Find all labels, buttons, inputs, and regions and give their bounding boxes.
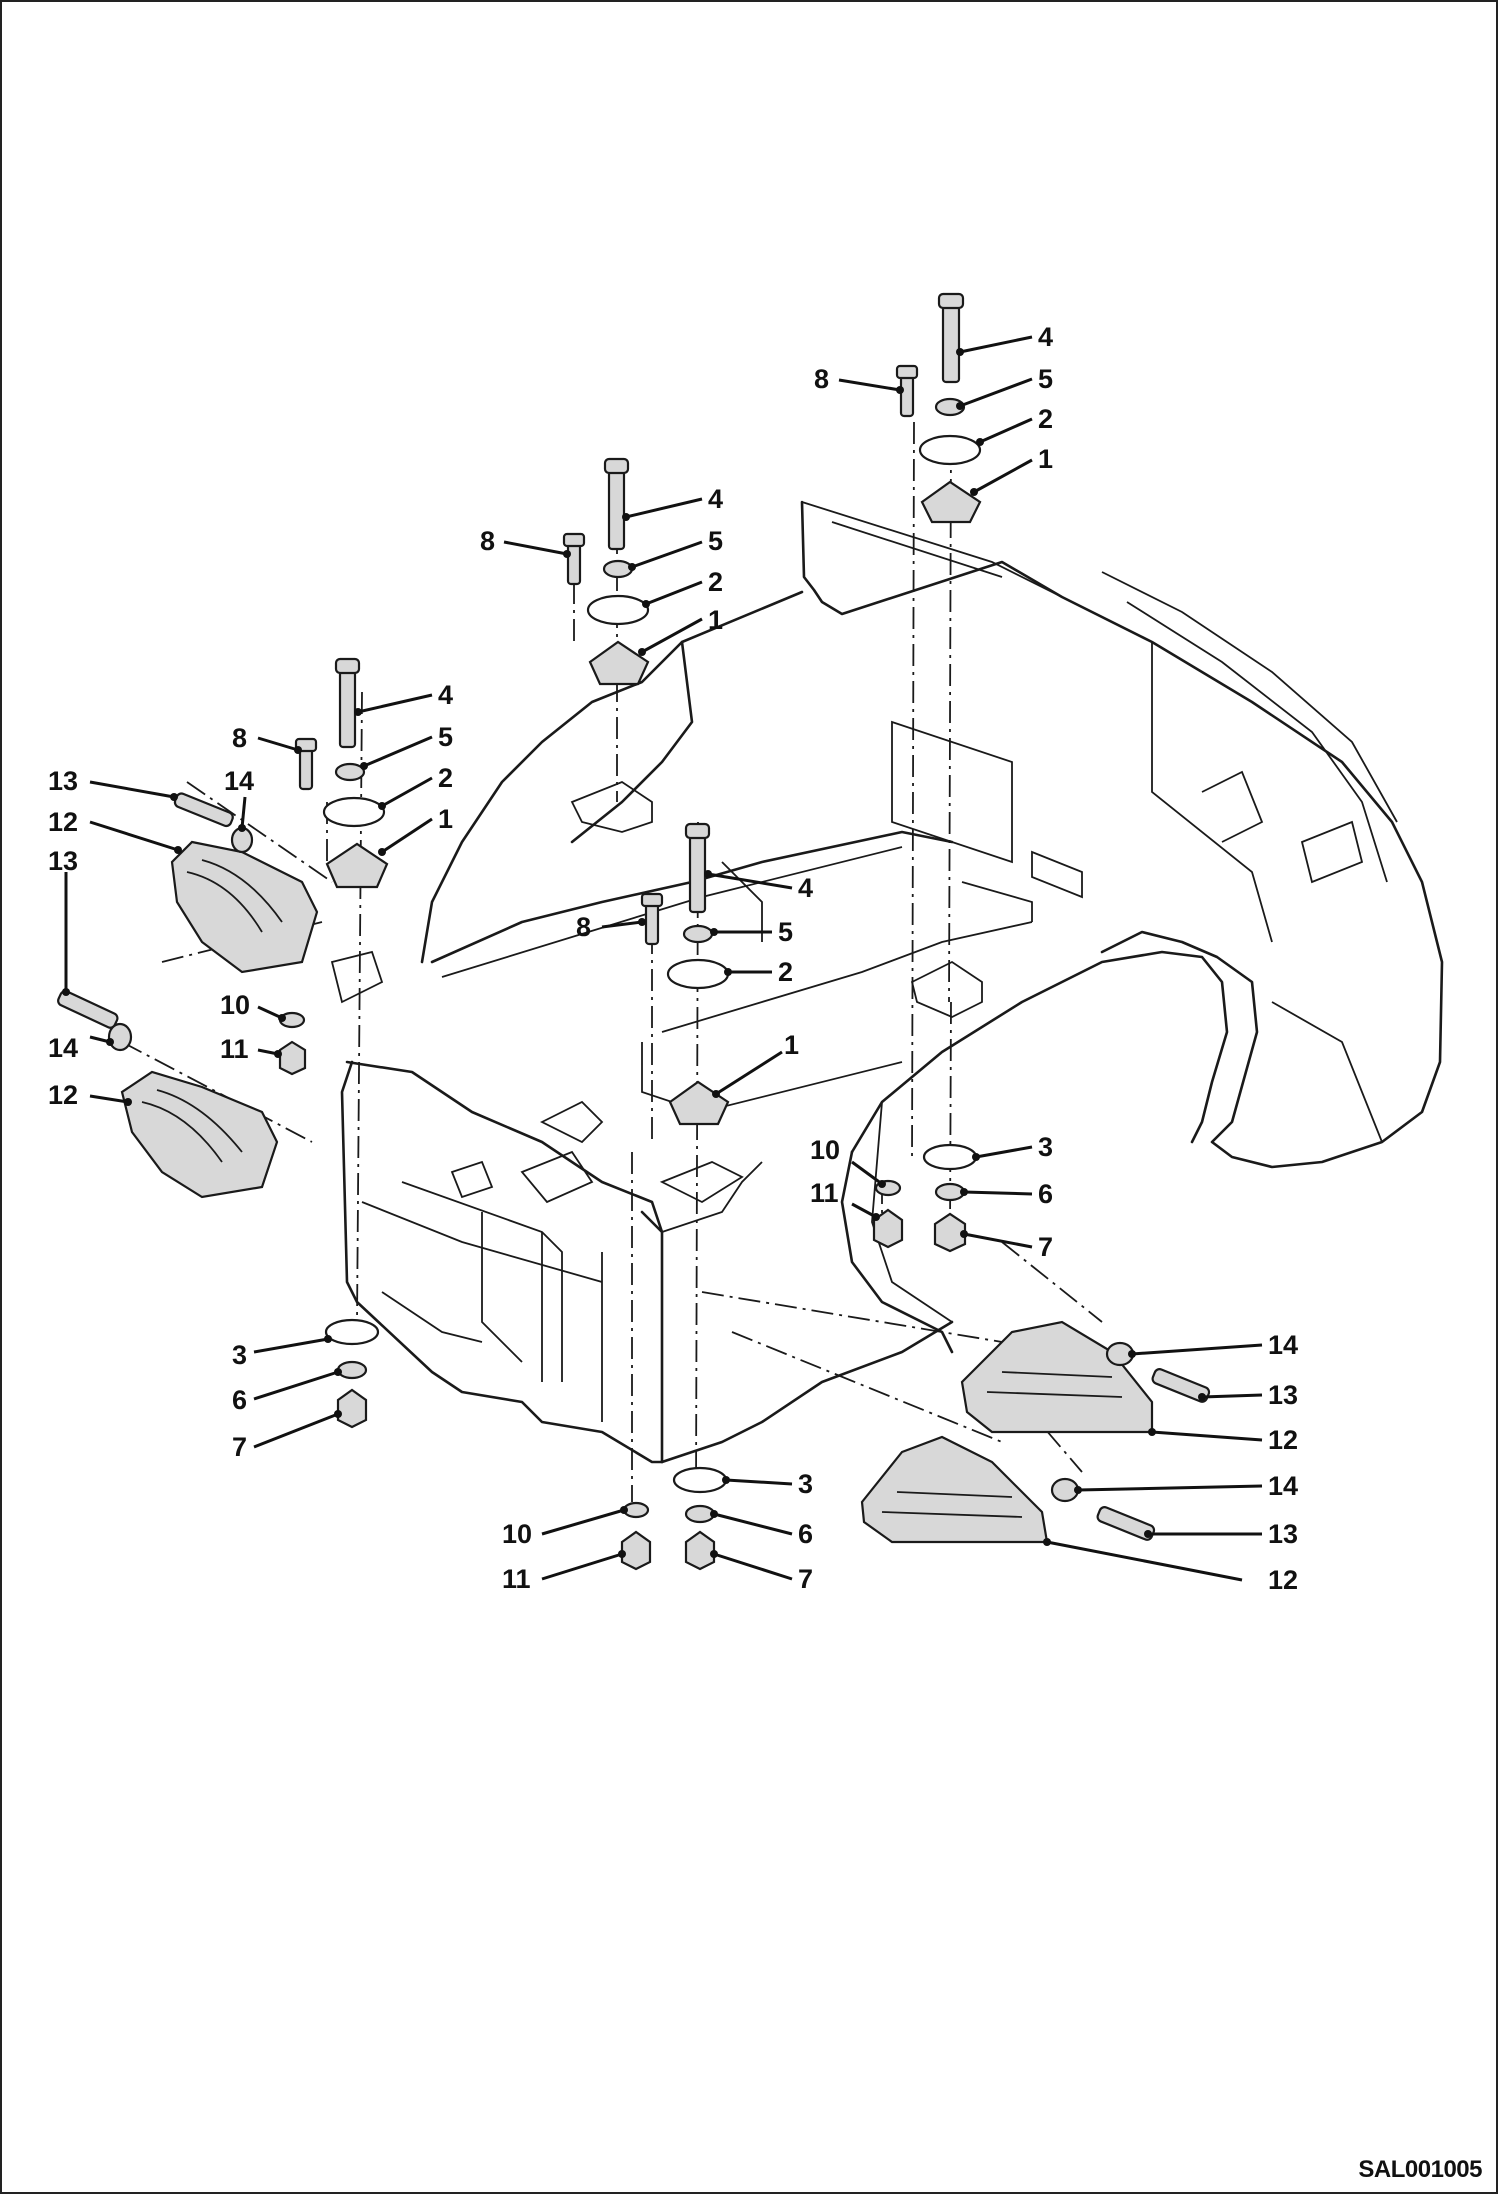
- callout-4: 4: [438, 680, 453, 710]
- callout-5: 5: [438, 722, 453, 752]
- callout-14: 14: [48, 1033, 78, 1063]
- callout-2: 2: [1038, 404, 1053, 434]
- callout-4: 4: [708, 484, 723, 514]
- nut-11-b: [872, 1208, 904, 1249]
- bolt-4-c: [338, 665, 357, 749]
- washer-5-b: [602, 559, 634, 579]
- mount-1-b: [588, 640, 650, 686]
- callout-6: 6: [798, 1519, 813, 1549]
- callout-13: 13: [1268, 1519, 1298, 1549]
- washer-2-d: [666, 958, 730, 990]
- nut-11-c: [620, 1530, 652, 1571]
- callout-7: 7: [232, 1432, 247, 1462]
- callout-1: 1: [708, 605, 723, 635]
- callout-3: 3: [798, 1469, 813, 1499]
- washer-3-b: [324, 1318, 380, 1346]
- washer-6-a: [934, 1182, 966, 1202]
- washer-2-a: [918, 434, 982, 466]
- bolt-4-a: [941, 300, 961, 384]
- callout-14: 14: [1268, 1471, 1298, 1501]
- callout-13: 13: [48, 766, 78, 796]
- callout-13: 13: [1268, 1380, 1298, 1410]
- bolt-8-d: [644, 900, 660, 946]
- washer-3-c: [672, 1466, 728, 1494]
- callout-12: 12: [48, 1080, 78, 1110]
- nut-7-c: [684, 1530, 716, 1571]
- callout-14: 14: [224, 766, 254, 796]
- callout-7: 7: [798, 1564, 813, 1594]
- step-parts: [57, 792, 1211, 1544]
- callout-2: 2: [438, 763, 453, 793]
- callout-4: 4: [1038, 322, 1053, 352]
- step-12-d: [860, 1435, 1049, 1544]
- callout-2: 2: [778, 957, 793, 987]
- bolt-8-c: [298, 745, 314, 791]
- callout-4: 4: [798, 873, 813, 903]
- bolt-13-a: [173, 792, 234, 828]
- callout-8: 8: [814, 364, 829, 394]
- callout-5: 5: [1038, 364, 1053, 394]
- callout-13: 13: [48, 846, 78, 876]
- washer-14-b: [107, 1022, 133, 1052]
- washer-2-c: [322, 796, 386, 828]
- callout-6: 6: [1038, 1179, 1053, 1209]
- nut-7-a: [933, 1212, 967, 1253]
- bolt-8-a: [899, 372, 915, 418]
- fastener-parts: [278, 292, 982, 1571]
- washer-2-b: [586, 594, 650, 626]
- nut-11-a: [278, 1040, 307, 1076]
- washer-5-c: [334, 762, 366, 782]
- callout-labels: 4 8 5 2 1 4 8 5 2 1 4 8 5 2 1 13 14 12 1…: [48, 322, 1298, 1595]
- callout-8: 8: [232, 723, 247, 753]
- frame-body: [330, 500, 1444, 1464]
- step-12-c: [960, 1320, 1154, 1434]
- callout-12: 12: [48, 807, 78, 837]
- callout-5: 5: [778, 917, 793, 947]
- callout-3: 3: [1038, 1132, 1053, 1162]
- callout-6: 6: [232, 1385, 247, 1415]
- mount-1-d: [668, 1080, 730, 1126]
- callout-2: 2: [708, 567, 723, 597]
- callout-leaders: [62, 335, 1263, 1582]
- washer-6-b: [336, 1360, 368, 1380]
- callout-11: 11: [220, 1034, 249, 1064]
- callout-11: 11: [810, 1178, 839, 1208]
- callout-7: 7: [1038, 1232, 1053, 1262]
- callout-10: 10: [810, 1135, 840, 1165]
- callout-14: 14: [1268, 1330, 1298, 1360]
- nut-7-b: [336, 1388, 368, 1429]
- callout-1: 1: [784, 1030, 799, 1060]
- callout-12: 12: [1268, 1425, 1298, 1455]
- drawing-code: SAL001005: [1358, 2156, 1482, 2183]
- callout-1: 1: [1038, 444, 1053, 474]
- callout-11: 11: [502, 1564, 531, 1594]
- washer-3-a: [922, 1143, 978, 1171]
- callout-12: 12: [1268, 1565, 1298, 1595]
- callout-10: 10: [220, 990, 250, 1020]
- washer-6-c: [684, 1504, 716, 1524]
- callout-8: 8: [480, 526, 495, 556]
- bolt-8-b: [566, 540, 582, 586]
- bolt-4-d: [688, 830, 707, 914]
- bolt-13-b: [57, 990, 119, 1029]
- washer-5-a: [934, 397, 966, 417]
- callout-3: 3: [232, 1340, 247, 1370]
- callout-5: 5: [708, 526, 723, 556]
- bolt-4-b: [607, 465, 626, 551]
- mount-1-c: [325, 842, 389, 889]
- mount-1-a: [920, 480, 982, 524]
- callout-1: 1: [438, 804, 453, 834]
- washer-5-d: [682, 924, 714, 944]
- callout-8: 8: [576, 912, 591, 942]
- callout-10: 10: [502, 1519, 532, 1549]
